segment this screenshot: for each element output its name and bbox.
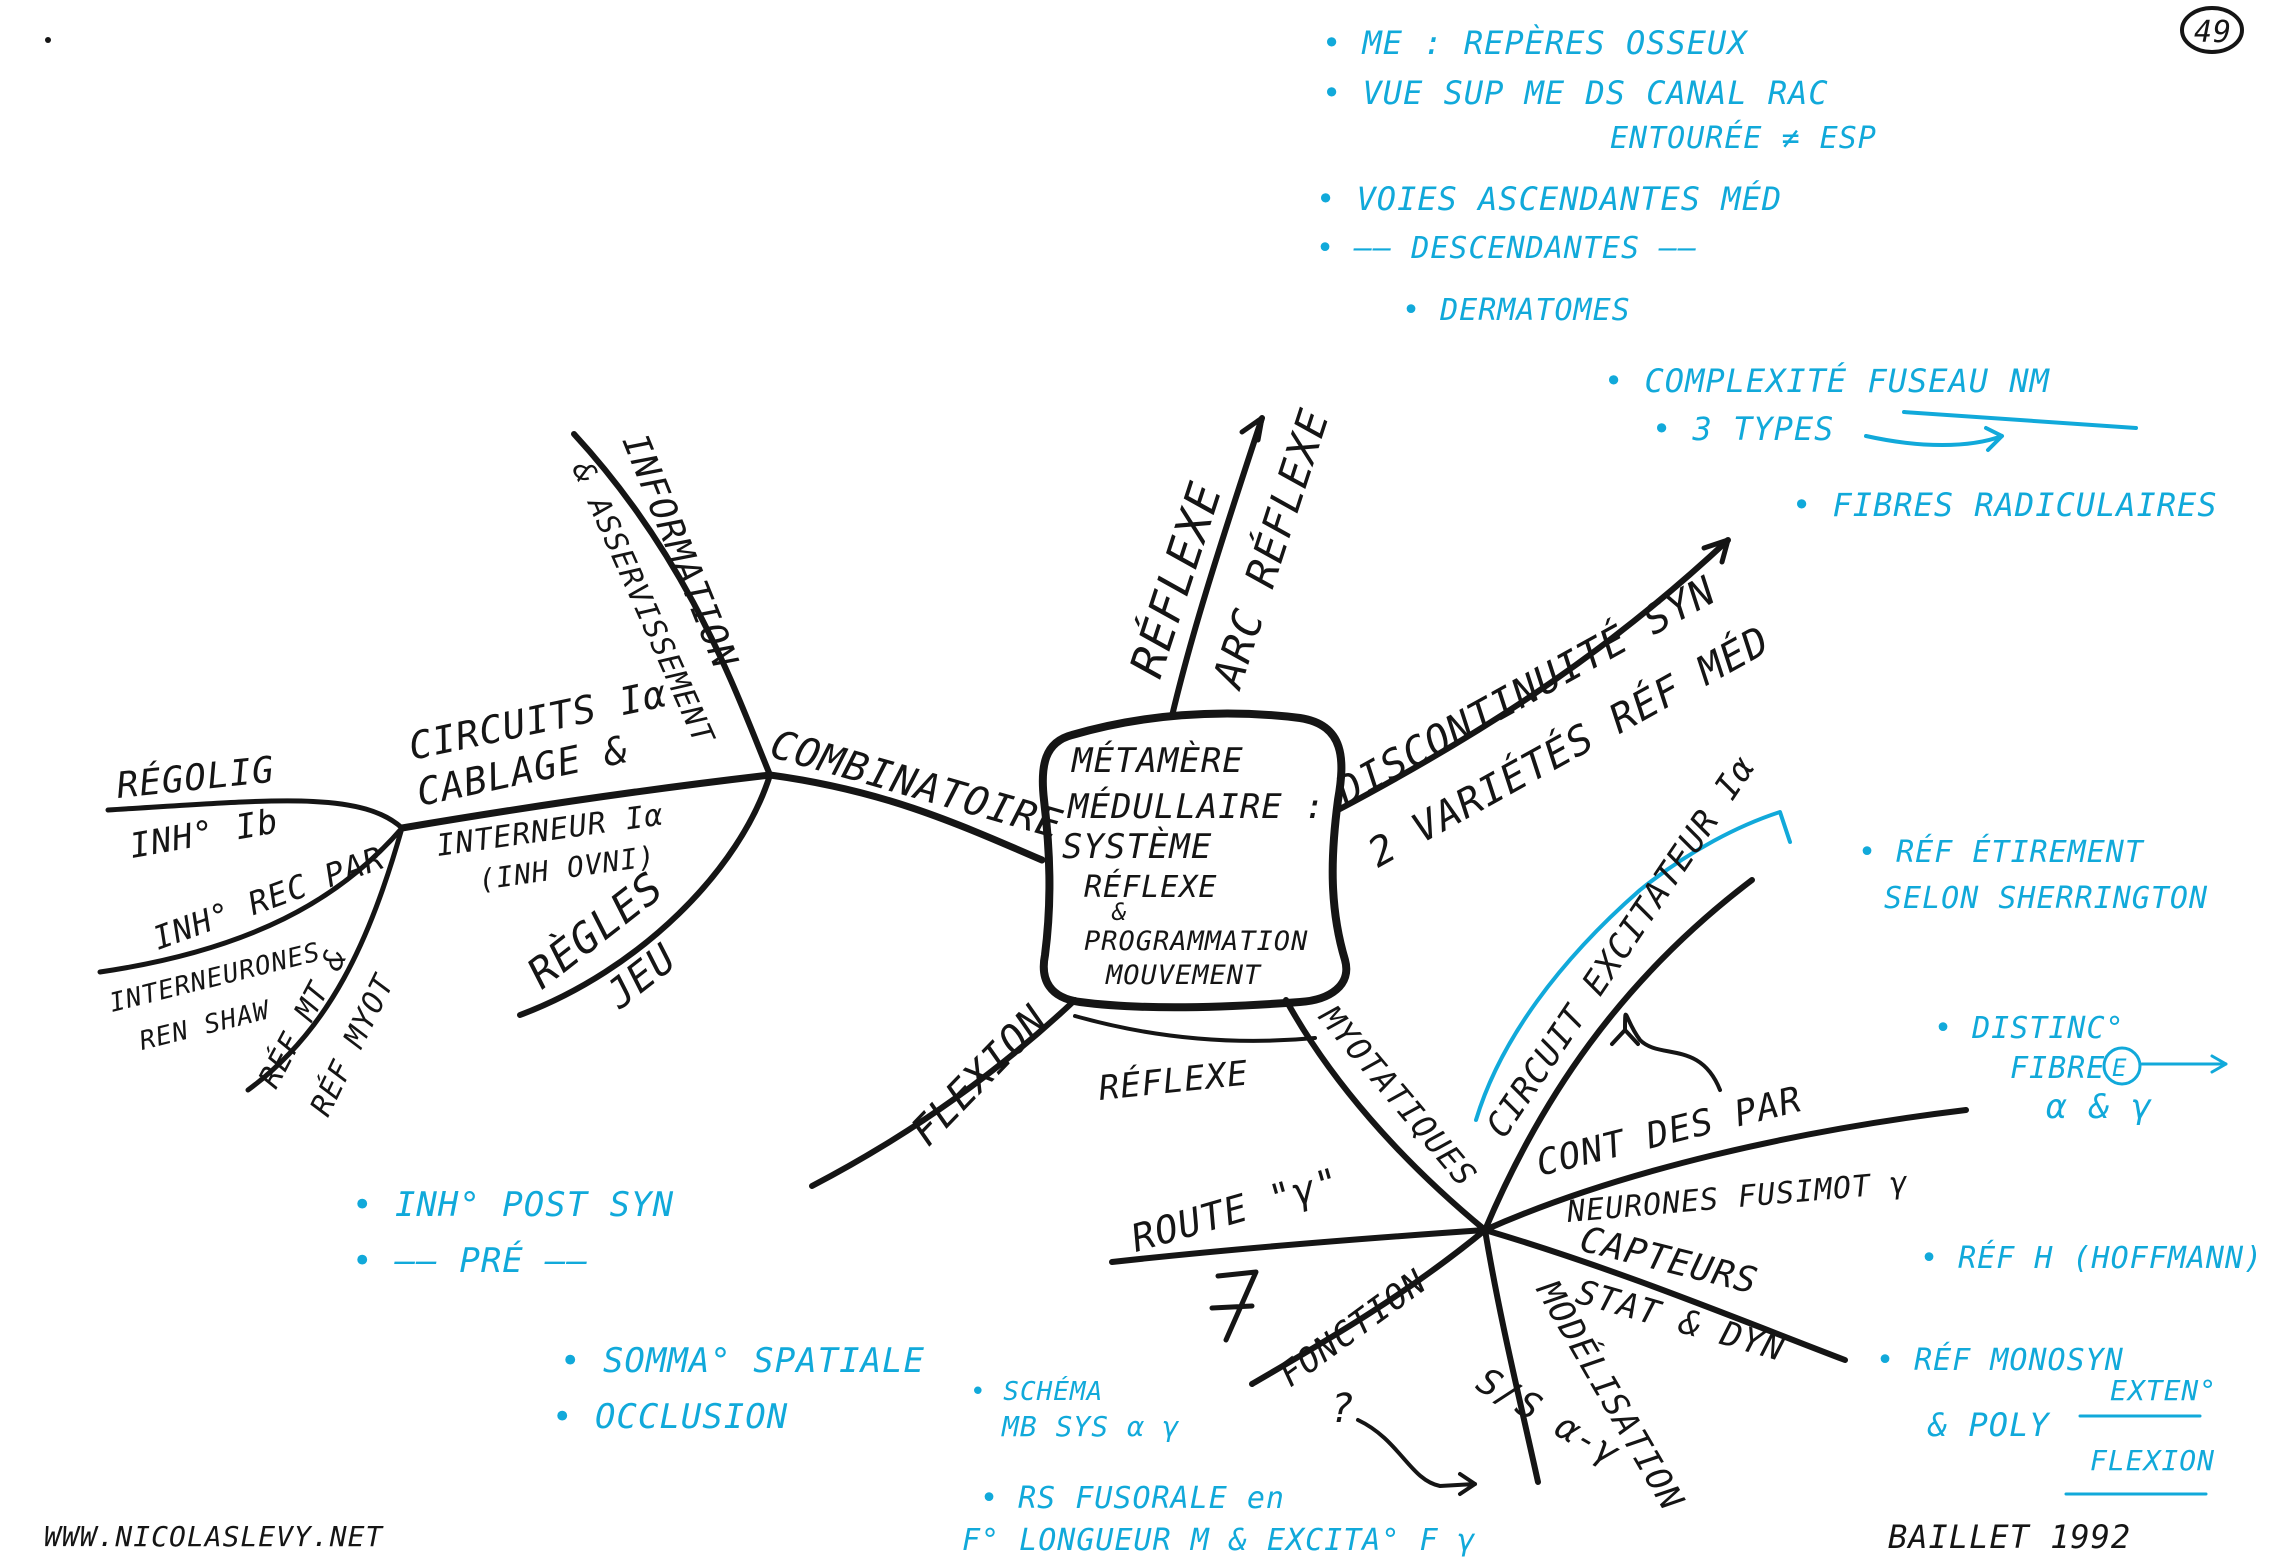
note-top-1: • ME : REPÈRES OSSEUX — [1322, 24, 1748, 62]
branch-information — [571, 431, 773, 778]
note-left-3: • SOMMA° SPATIALE — [560, 1341, 925, 1381]
label-circuit-excitateur: CIRCUIT EXCITATEUR Iα — [1478, 749, 1763, 1145]
fibre-marker: E — [2112, 1054, 2127, 1082]
label-flexion: FLEXION — [902, 997, 1057, 1155]
center-line-4: RÉFLEXE — [1084, 869, 1217, 905]
ink-dot — [45, 37, 51, 43]
note-right-7: • RÉF MONOSYN — [1876, 1342, 2124, 1378]
arrow-fibre — [2140, 1054, 2228, 1074]
page-number-circle — [2180, 6, 2244, 54]
center-line-5: & — [1111, 898, 1127, 926]
note-top-9: • FIBRES RADICULAIRES — [1792, 486, 2218, 524]
branch-discontinuite — [1335, 537, 1731, 813]
note-right-5: α & γ — [2046, 1087, 2153, 1127]
arrow-question — [1356, 1418, 1477, 1496]
note-top-2: • VUE SUP ME DS CANAL RAC — [1322, 74, 1829, 112]
note-right-9: & POLY — [1927, 1406, 2051, 1444]
note-right-10: FLEXION — [2090, 1444, 2215, 1477]
arrow-discontinuite — [1701, 537, 1731, 565]
fibre-marker-circle — [2102, 1046, 2142, 1086]
note-top-7: • COMPLEXITÉ FUSEAU NM — [1604, 362, 2051, 400]
branch-circuit-excitateur — [1482, 877, 1755, 1233]
note-bottom-3: • RS FUSORALE en — [980, 1481, 1285, 1516]
note-bottom-1: • SCHÉMA — [970, 1375, 1103, 1407]
center-line-3: SYSTÈME — [1062, 826, 1212, 867]
underline-fuseau — [1902, 410, 2138, 430]
note-top-8: • 3 TYPES — [1652, 410, 1834, 448]
label-myotatiques: MYOTATIQUES — [1311, 998, 1484, 1194]
curved-arrow — [1610, 1012, 1722, 1092]
website-text: WWW.NICOLASLEVY.NET — [44, 1520, 384, 1553]
center-line-6: PROGRAMMATION — [1084, 926, 1308, 957]
crossed-seven — [1209, 1269, 1259, 1343]
note-right-4: FIBRE — [2010, 1051, 2105, 1086]
cyan-box-circuit — [1474, 810, 1792, 1122]
note-right-2: SELON SHERRINGTON — [1884, 881, 2208, 916]
center-box — [1038, 709, 1351, 1012]
note-right-1: • RÉF ÉTIREMENT — [1858, 834, 2145, 870]
label-question: ? — [1330, 1386, 1355, 1432]
branch-combinatoire — [766, 771, 1046, 864]
branch-flexion-hook — [1073, 1014, 1317, 1043]
center-line-2: MÉDULLAIRE : — [1067, 786, 1326, 827]
branch-regles — [517, 772, 773, 1018]
note-left-2: • —— PRÉ —— — [352, 1240, 588, 1281]
branch-myotatiques — [1283, 997, 1488, 1233]
branch-inh-rec — [97, 825, 405, 975]
note-left-1: • INH° POST SYN — [352, 1185, 674, 1225]
branch-flexion — [809, 997, 1078, 1189]
center-line-7: MOUVEMENT — [1105, 960, 1262, 991]
note-left-4: • OCCLUSION — [552, 1397, 788, 1437]
note-top-5: • —— DESCENDANTES —— — [1316, 231, 1697, 266]
label-regolig: RÉGOLIG — [115, 749, 277, 807]
label-neurones-fusimot: NEURONES FUSIMOT γ — [1565, 1165, 1911, 1230]
label-fonction: FONCTION — [1272, 1262, 1434, 1395]
note-top-3: ENTOURÉE ≠ ESP — [1610, 120, 1877, 156]
branch-circuits — [398, 771, 774, 832]
center-line-1: MÉTAMÈRE — [1071, 740, 1244, 781]
branch-fonction — [1249, 1227, 1488, 1387]
note-right-8: EXTEN° — [2110, 1374, 2217, 1407]
branch-route-gamma — [1109, 1227, 1488, 1265]
branch-cont-des-par — [1482, 1107, 1969, 1233]
branch-modelisation — [1482, 1227, 1541, 1485]
branch-regolig — [105, 798, 405, 831]
arrow-reflexe — [1239, 415, 1265, 443]
arrow-3types — [1864, 426, 2004, 452]
author-text: BAILLET 1992 — [1888, 1518, 2131, 1556]
note-right-6: • RÉF H (HOFFMANN) — [1920, 1240, 2263, 1276]
page-number: 49 — [2194, 15, 2232, 50]
note-right-3: • DISTINC° — [1934, 1011, 2125, 1046]
branch-ref-mt — [245, 825, 405, 1093]
note-bottom-2: MB SYS α γ — [1001, 1410, 1181, 1443]
branch-reflexe-top — [1169, 415, 1265, 719]
branch-capteurs — [1482, 1227, 1848, 1363]
note-bottom-4: F° LONGUEUR M & EXCITA° F γ — [962, 1523, 1477, 1558]
note-top-4: • VOIES ASCENDANTES MÉD — [1316, 180, 1782, 218]
label-inh-ib: INH° Ib — [127, 801, 282, 866]
label-reflexe-bottom: RÉFLEXE — [1097, 1052, 1251, 1108]
note-top-6: • DERMATOMES — [1402, 293, 1631, 328]
